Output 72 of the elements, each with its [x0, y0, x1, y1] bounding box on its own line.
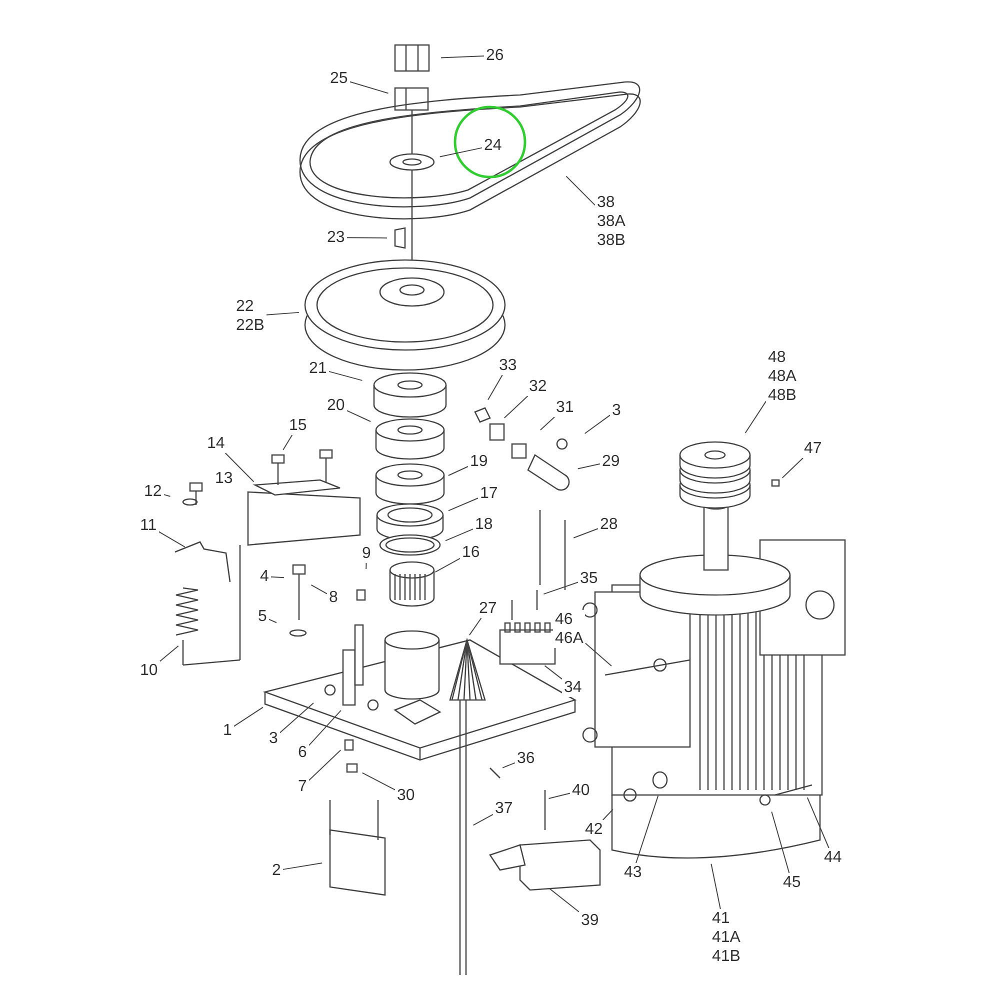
leader-line [504, 396, 528, 418]
leader-line [472, 814, 494, 826]
leader-line [445, 528, 474, 542]
callout-number: 22B [236, 316, 264, 335]
leader-line [584, 642, 612, 667]
leader-line [349, 81, 389, 94]
callout-number: 14 [205, 434, 227, 453]
leader-line [584, 414, 610, 434]
leader-line [548, 792, 570, 800]
leader-line [440, 55, 484, 58]
callout-number: 31 [554, 398, 576, 417]
leader-line [543, 582, 578, 595]
callout-number: 27 [477, 599, 499, 618]
callout-number: 48B [768, 386, 796, 405]
leader-line [163, 494, 171, 497]
callout-number: 34 [562, 678, 584, 697]
callout-number: 16 [460, 543, 482, 562]
callout-number: 41B [712, 947, 740, 966]
leader-line [636, 795, 659, 864]
leader-line [468, 618, 482, 636]
callout-number: 38A [597, 212, 626, 231]
leader-line [158, 531, 186, 548]
leader-line [744, 400, 766, 434]
callout-number: 46 [555, 610, 574, 629]
leader-line [771, 811, 790, 874]
leader-line [544, 665, 562, 680]
callout-number: 15 [287, 416, 309, 435]
callout-number: 48A [768, 367, 796, 386]
leader-line [782, 458, 804, 478]
callout-number: 46A [555, 629, 584, 648]
leader-line [448, 466, 468, 476]
leader-line [346, 237, 388, 238]
leader-line [282, 862, 323, 870]
callout-number: 41 [712, 909, 731, 928]
leader-line [434, 558, 460, 573]
leader-line [328, 370, 363, 381]
leader-line [224, 452, 254, 482]
leader-line [602, 808, 614, 820]
callout-number: 38 [597, 193, 616, 212]
leader-line [488, 374, 503, 400]
callout-number: 48 [768, 348, 787, 367]
callout-number: 32 [527, 377, 549, 396]
callout-number: 37 [493, 799, 515, 818]
callout-number: 38B [597, 231, 626, 250]
leader-line [346, 410, 372, 422]
leader-line [233, 706, 264, 727]
callout-number: 47 [802, 439, 824, 458]
leader-line [710, 863, 721, 910]
leader-line [266, 312, 300, 316]
leader-line [270, 576, 284, 578]
leader-line [502, 762, 516, 768]
leader-line [362, 772, 396, 790]
leader-line [310, 584, 328, 594]
callout-number: 33 [497, 356, 519, 375]
callout-number: 11 [138, 516, 159, 535]
leader-line [282, 434, 293, 450]
leader-line [268, 618, 277, 624]
leader-line [439, 147, 482, 158]
leader-line [159, 645, 179, 662]
leader-line [308, 710, 342, 746]
leader-line [806, 797, 830, 848]
leader-line [308, 750, 342, 781]
leader-line [566, 176, 596, 206]
leader-line [549, 888, 580, 912]
leader-line [279, 702, 314, 734]
leader-line [366, 562, 367, 570]
leader-line [540, 416, 556, 430]
leader-line [573, 528, 598, 538]
callout-number: 22 [236, 297, 255, 316]
leader-line [448, 498, 478, 512]
leader-line [577, 463, 600, 470]
callout-number: 41A [712, 928, 740, 947]
